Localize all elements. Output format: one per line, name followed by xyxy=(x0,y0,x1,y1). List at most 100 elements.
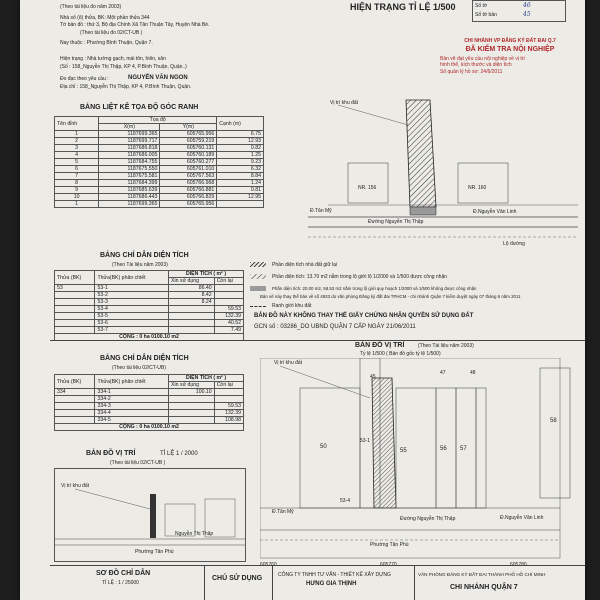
table-cell: 1187686.818 xyxy=(98,144,161,152)
table-cell: 1187699.365 xyxy=(98,200,161,208)
legend-5: Ranh giới khu đất xyxy=(272,303,312,309)
footer-sep-1 xyxy=(204,565,205,600)
area1-subtitle: (Theo Tài liệu năm 2003) xyxy=(112,262,168,268)
table-cell: 9 xyxy=(53,186,100,194)
sheet-value-top: 46 xyxy=(523,2,531,9)
main-map-road-1: Đường Nguyễn Thị Thập xyxy=(400,516,456,522)
table-cell xyxy=(213,395,245,403)
top-map-lo-duong: Lộ đường xyxy=(503,241,525,247)
area-header-use: Xin sử dụng xyxy=(168,381,215,389)
table-cell xyxy=(168,409,215,417)
survey-document: (Theo tài liệu đo năm 2003) Nhà số (ô) t… xyxy=(20,0,585,600)
table-cell: 1187675.550 xyxy=(98,165,161,173)
table-cell: 7 xyxy=(53,172,100,180)
source-note: (Theo tài liệu đo năm 2003) xyxy=(60,4,122,10)
table-cell: 4 xyxy=(53,151,100,159)
table-cell: 5 xyxy=(53,158,100,166)
table-cell: 100.10 xyxy=(168,388,215,396)
table-cell: 2 xyxy=(53,137,100,145)
top-map-road-1: Đường Nguyễn Thị Thập xyxy=(368,219,424,225)
top-map-road-2: Đ.Tân Mỹ xyxy=(310,208,332,214)
table-cell: 605766.881 xyxy=(159,186,218,194)
parcel-47: 47 xyxy=(440,370,446,376)
legend-swatch-1 xyxy=(250,262,266,267)
coords-title: BẢNG LIỆT KÊ TỌA ĐỘ GÓC RANH xyxy=(80,104,199,111)
table-cell: 1187699.365 xyxy=(98,130,161,138)
legend-1: Phần diện tích nhà đất giữ lại xyxy=(272,262,338,268)
owner-label: CHỦ SỬ DỤNG xyxy=(212,575,263,582)
area-header-area: DIỆN TÍCH ( m² ) xyxy=(168,270,244,278)
top-map-house-1: NR. 156 xyxy=(358,185,377,191)
legend-4: Bản vẽ này thay thế bản vẽ số 4933 do vă… xyxy=(260,294,521,299)
legend-swatch-3 xyxy=(250,286,266,291)
table-cell: 605767.563 xyxy=(159,172,218,180)
main-map-subtitle: (Theo Tài liệu năm 2003) xyxy=(418,343,474,349)
table-cell: 9.23 xyxy=(216,158,264,166)
map-sheet: Tờ bản đồ : thứ 3, Bộ địa Chính Xã Tân T… xyxy=(60,22,210,28)
area2-subtitle: (Theo tài liệu 02/CT-UB) xyxy=(112,365,166,371)
parcel-56: 56 xyxy=(440,446,447,452)
legend-notice: BẢN ĐỒ NÀY KHÔNG THAY THẾ GIẤY CHỨNG NHẬ… xyxy=(254,313,474,319)
surveyor-label: Đo đạc theo yêu cầu : xyxy=(60,76,109,82)
area-header-remain: Còn lại xyxy=(213,277,245,285)
table-cell xyxy=(216,200,264,208)
map-number-label: Số tờ bản xyxy=(475,12,497,18)
table-cell: 334-5 xyxy=(94,416,170,424)
legend-gcn: GCN số : 03286_DO UBND QUẬN 7 CẤP NGÀY 2… xyxy=(254,324,416,330)
table-cell: 605760.131 xyxy=(159,144,218,152)
table-cell: 1187685.639 xyxy=(98,186,161,194)
area-header-split: Thửa(BK) phân chiết xyxy=(94,374,170,389)
table-cell: 1187699.717 xyxy=(98,137,161,145)
main-map-drawing xyxy=(259,357,571,559)
house-number: Nhà số (ô) thửa, BK: Một phần thửa 344 xyxy=(60,15,150,21)
coords-header-x: X(m) xyxy=(98,123,161,131)
company-line-1: CÔNG TY TNHH TƯ VẤN - THIẾT KẾ XÂY DỰNG xyxy=(278,572,391,578)
table-cell xyxy=(168,395,215,403)
table-cell xyxy=(213,388,245,396)
loc-map-road-1: Nguyễn Thị Thập xyxy=(175,531,214,537)
location-map: Vị trí khu đất Nguyễn Thị Thập Phường Tâ… xyxy=(54,468,246,562)
table-cell xyxy=(53,395,96,403)
parcel-55: 55 xyxy=(400,448,407,454)
table-cell xyxy=(53,416,96,424)
legend-swatch-2 xyxy=(250,274,266,279)
table-cell: 605759.219 xyxy=(159,137,218,145)
table-cell: 6.32 xyxy=(216,165,264,173)
table-cell xyxy=(213,284,245,292)
coords-header-name: Tên đỉnh xyxy=(53,116,100,131)
table-cell xyxy=(168,326,215,334)
table-cell: 53-7 xyxy=(94,326,170,334)
index-title: SƠ ĐỒ CHỈ DẪN xyxy=(96,570,151,577)
table-cell: 1.25 xyxy=(216,151,264,159)
coords-header-y: Y(m) xyxy=(159,123,218,131)
table-cell: 605766.829 xyxy=(159,193,218,201)
table-cell: 1187686.005 xyxy=(98,151,161,159)
legend-3: Phần diện tích: 20.00 m2, 58.53 m2 nằm t… xyxy=(272,286,477,291)
table-cell: 40.52 xyxy=(213,319,245,327)
main-map-scale: Tỷ lệ 1/500 ( Bản đồ gốc tỷ lệ 1/500) xyxy=(360,351,441,357)
table-cell: 605765.956 xyxy=(159,130,218,138)
table-cell: 132.39 xyxy=(213,409,245,417)
table-cell: 53-1 xyxy=(94,284,170,292)
table-cell xyxy=(53,305,96,313)
surveyor-name: NGUYỄN VĂN NGON xyxy=(128,75,188,81)
top-survey-map: Vị trí khu đất NR. 156 NR. 160 Đường Ngu… xyxy=(308,95,578,255)
loc-map-road-2: Phường Tân Phú xyxy=(135,549,174,555)
table-cell: 605765.956 xyxy=(159,200,218,208)
coords-header-edge: Cạnh (m) xyxy=(216,116,264,131)
sheet-label: Số tờ xyxy=(475,3,488,9)
loc-map-site-label: Vị trí khu đất xyxy=(61,483,90,489)
legend-boundary-line xyxy=(250,306,266,307)
